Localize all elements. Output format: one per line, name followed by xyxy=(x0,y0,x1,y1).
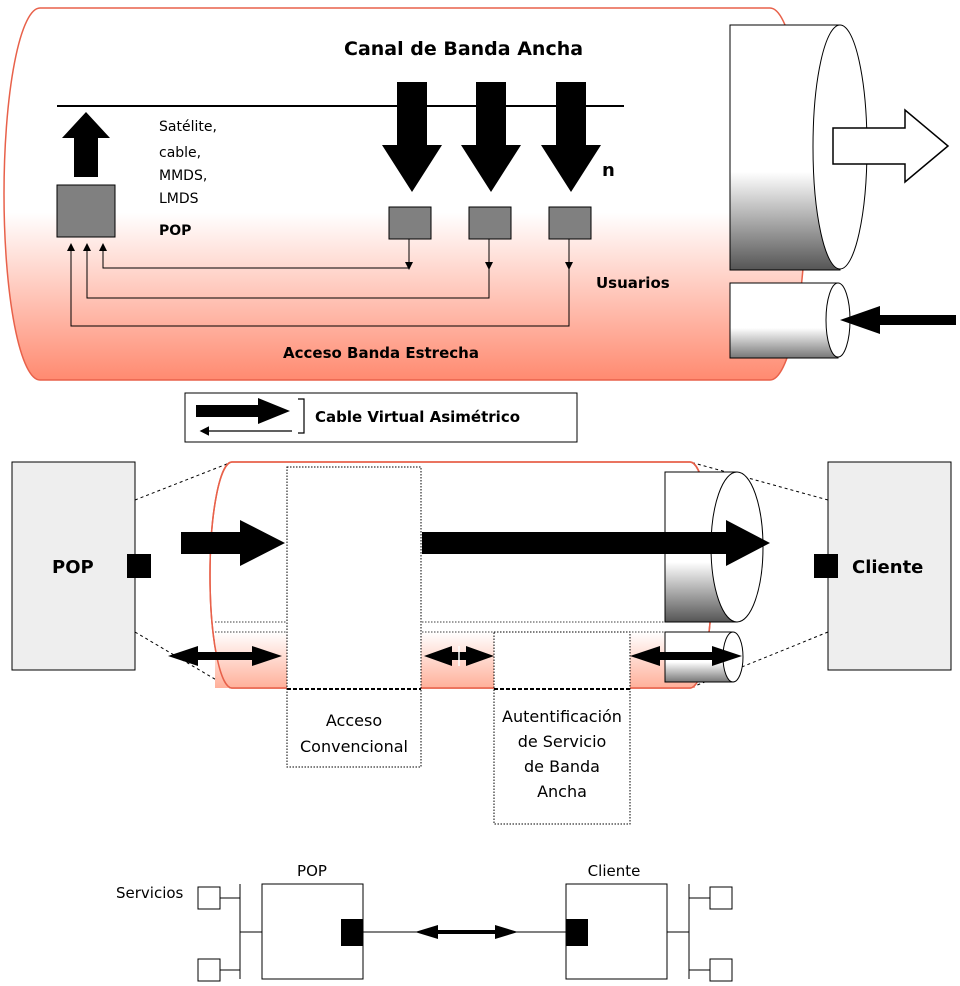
media-line-1: Satélite, xyxy=(159,119,217,135)
user-downlink-arrow-2 xyxy=(461,82,521,192)
mid-pop-port xyxy=(127,554,151,578)
bottom-client-label: Cliente xyxy=(588,862,641,880)
top-broadband-pipe xyxy=(3,7,807,381)
media-line-3: MMDS, xyxy=(159,168,207,184)
outgoing-outline-arrow xyxy=(832,108,950,184)
mid-broadband-arrow-right xyxy=(422,520,770,566)
pop-services-bus xyxy=(220,884,262,979)
mid-broadband-arrow-left xyxy=(181,520,285,566)
mid-client-label: Cliente xyxy=(852,557,923,578)
mid-client-port xyxy=(814,554,838,578)
pop-box xyxy=(56,184,116,238)
n-label: n xyxy=(602,160,615,181)
user-downlink-arrow-3 xyxy=(541,82,601,192)
authentication-line-4: Ancha xyxy=(537,782,587,801)
client-service-box-1 xyxy=(709,886,733,910)
mid-narrowband-arrow-right xyxy=(630,646,742,666)
bottom-pop-label: POP xyxy=(297,862,327,880)
legend-box xyxy=(184,392,578,443)
authentication-line-1: Autentificación xyxy=(502,707,622,726)
media-line-4: LMDS xyxy=(159,191,199,207)
conventional-access-line-2: Convencional xyxy=(300,737,408,756)
pop-service-box-1 xyxy=(197,886,221,910)
conventional-access-line-1: Acceso xyxy=(326,711,382,730)
top-pop-label: POP xyxy=(159,223,191,239)
pop-uplink-arrow xyxy=(62,112,110,177)
authentication-line-2: de Servicio xyxy=(518,732,607,751)
media-line-2: cable, xyxy=(159,145,201,161)
mid-narrowband-arrow-left xyxy=(168,646,282,666)
conventional-access-box xyxy=(286,466,422,768)
narrowband-label: Acceso Banda Estrecha xyxy=(283,344,479,362)
client-service-box-2 xyxy=(709,958,733,982)
channel-title: Canal de Banda Ancha xyxy=(344,38,583,60)
authentication-line-3: de Banda xyxy=(524,757,600,776)
user-box-3 xyxy=(548,206,592,240)
legend-bracket xyxy=(298,398,305,434)
mid-pop-panel xyxy=(11,461,136,671)
pop-service-box-2 xyxy=(197,958,221,982)
bottom-pop-port xyxy=(341,919,363,946)
user-box-1 xyxy=(388,206,432,240)
legend-thick-arrow xyxy=(196,398,290,424)
legend-label: Cable Virtual Asimétrico xyxy=(315,408,520,426)
user-downlink-arrow-1 xyxy=(382,82,442,192)
authentication-box xyxy=(493,631,631,825)
bottom-client-port xyxy=(566,919,588,946)
user-down-ticks xyxy=(405,262,573,270)
incoming-black-arrow xyxy=(840,306,956,334)
user-box-2 xyxy=(468,206,512,240)
bottom-link-arrow xyxy=(415,925,518,939)
mid-client-panel xyxy=(827,461,952,671)
services-label: Servicios xyxy=(116,884,184,902)
users-label: Usuarios xyxy=(596,274,670,292)
top-narrowband-cylinder xyxy=(729,282,851,359)
client-services-bus xyxy=(667,884,710,979)
mid-pop-label: POP xyxy=(52,557,94,578)
